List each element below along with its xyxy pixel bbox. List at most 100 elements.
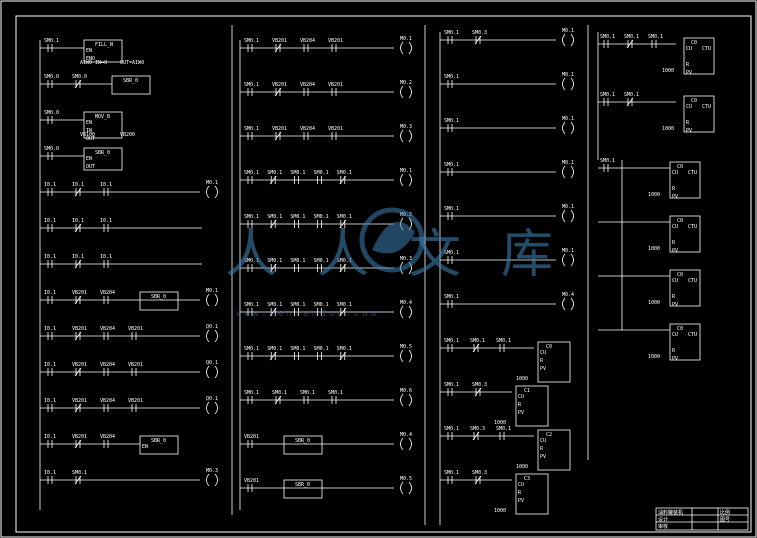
box-pv: 1000 [516, 376, 528, 382]
box-pin: R [518, 402, 522, 408]
box-pin: CTU [688, 170, 697, 176]
box-pin: R [672, 294, 676, 300]
contact-label: I0.1 [72, 254, 84, 260]
contact-label: SM0.1 [244, 38, 259, 44]
coil-label: M0.1 [562, 72, 574, 78]
contact-label: SM0.1 [337, 170, 352, 176]
coil-right [214, 401, 218, 415]
coil-left [400, 437, 404, 451]
contact-label: VB201 [328, 126, 343, 132]
box-title: C3 [524, 476, 530, 482]
coil-right [214, 185, 218, 199]
counter-box [669, 269, 701, 307]
coil-label: M0.1 [562, 28, 574, 34]
box-pin: CTU [702, 104, 711, 110]
contact-label: SM0.1 [648, 34, 663, 40]
contact-label: SM0.1 [72, 470, 87, 476]
contact-label: VB201 [272, 82, 287, 88]
box-title: MOV_B [95, 114, 110, 120]
contact-label: I0.1 [72, 218, 84, 224]
box-pin: R [672, 240, 676, 246]
box-title: FILL_N [95, 42, 113, 48]
contact-label: SM0.0 [72, 74, 87, 80]
contact-label: I0.1 [44, 182, 56, 188]
coil-label: M0.3 [206, 468, 218, 474]
contact-label: I0.1 [44, 254, 56, 260]
watermark-url: www.renrendoc.com [236, 309, 379, 319]
coil-label: M0.1 [562, 160, 574, 166]
contact-label: SM0.3 [472, 382, 487, 388]
box-pin: PV [672, 356, 678, 362]
contact-label: SM0.1 [470, 338, 485, 344]
contact-label: SM0.1 [290, 214, 305, 220]
contact-label: SM0.3 [472, 30, 487, 36]
coil-right [408, 85, 412, 99]
box-pin: CU [518, 482, 524, 488]
contact-label: VB201 [272, 126, 287, 132]
contact-label: VB201 [72, 362, 87, 368]
title-block-drawing-no: 图号 [720, 517, 730, 523]
box-pin: CU [672, 278, 678, 284]
title-block-name: 油料罐装机 [658, 509, 683, 516]
contact-label: SM0.1 [267, 302, 282, 308]
box-pv: 1000 [494, 508, 506, 514]
function-box [83, 39, 123, 63]
rung-note: OUT=AIW0 [120, 60, 144, 66]
contact-label: SM0.1 [267, 170, 282, 176]
coil-right [214, 365, 218, 379]
contact-label: VB201 [72, 326, 87, 332]
contact-label: SM0.1 [267, 214, 282, 220]
coil-left [562, 33, 566, 47]
coil-right [214, 473, 218, 487]
coil-right [408, 173, 412, 187]
box-pin: R [540, 358, 544, 364]
box-title: C0 [691, 98, 697, 104]
contact-label: SM0.1 [244, 126, 259, 132]
coil-label: M0.3 [400, 256, 412, 262]
coil-label: M0.1 [562, 204, 574, 210]
contact-label: VB201 [128, 398, 143, 404]
contact-label: SM0.1 [314, 302, 329, 308]
box-title: SBR_0 [123, 78, 138, 84]
coil-right [214, 329, 218, 343]
contact-label: SM0.0 [44, 146, 59, 152]
coil-label: M0.4 [400, 300, 412, 306]
box-title: C0 [677, 326, 683, 332]
box-pin: R [540, 446, 544, 452]
counter-box [669, 215, 701, 253]
coil-right [570, 165, 574, 179]
box-pin: PV [518, 498, 524, 504]
contact-label: I0.1 [44, 218, 56, 224]
box-title: C0 [677, 218, 683, 224]
coil-left [562, 253, 566, 267]
box-pin: EN [86, 48, 92, 54]
box-pin: CU [518, 394, 524, 400]
coil-label: M0.5 [400, 344, 412, 350]
coil-label: Q0.1 [206, 396, 218, 402]
contact-label: I0.1 [100, 254, 112, 260]
coil-left [206, 293, 210, 307]
contact-label: SM0.1 [600, 92, 615, 98]
box-pv: 1000 [648, 300, 660, 306]
contact-label: SM0.1 [600, 34, 615, 40]
counter-box [669, 161, 701, 199]
contact-label: I0.1 [44, 470, 56, 476]
contact-label: SM0.1 [290, 346, 305, 352]
watermark-text: 人人文库 [225, 225, 593, 285]
contact-label: VB204 [300, 82, 315, 88]
coil-right [570, 77, 574, 91]
box-pin: PV [686, 70, 692, 76]
box-pin: PV [540, 454, 546, 460]
coil-left [206, 365, 210, 379]
contact-label: I0.1 [44, 398, 56, 404]
box-pin: OUT [86, 136, 95, 142]
coil-right [408, 305, 412, 319]
contact-label: SM0.1 [444, 118, 459, 124]
function-box [283, 479, 323, 499]
rung-note: VB200 [120, 132, 135, 138]
contact-label: SM0.1 [444, 470, 459, 476]
contact-label: SM0.1 [600, 158, 615, 164]
counter-box [537, 429, 571, 471]
coil-label: M0.2 [400, 80, 412, 86]
